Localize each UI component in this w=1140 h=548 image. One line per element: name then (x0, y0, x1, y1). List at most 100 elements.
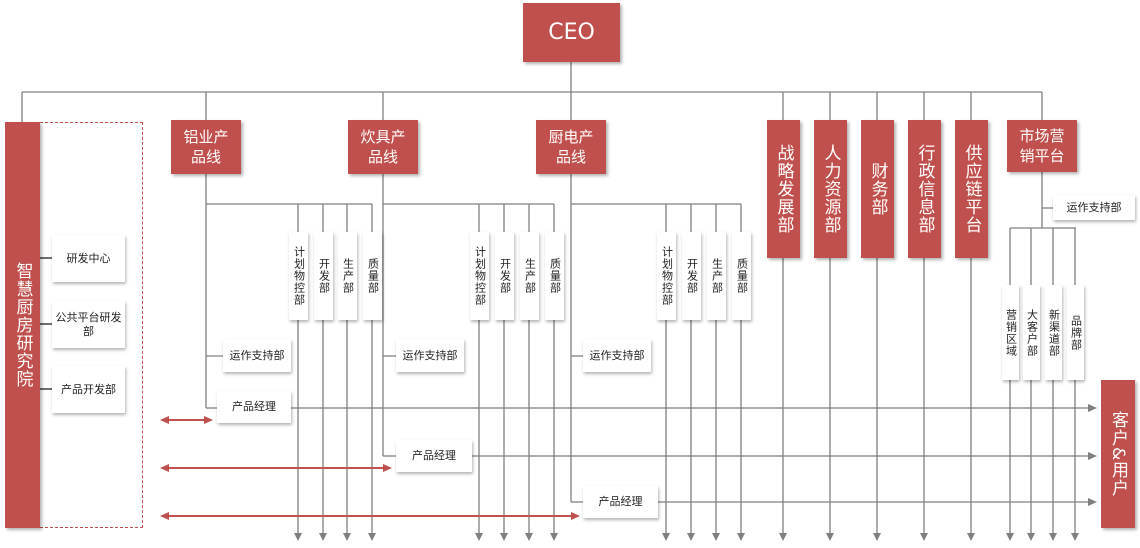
research-institute-box-label: 智慧厨房研究院 (12, 262, 33, 388)
product-line-box-label: 厨电产品线 (548, 128, 594, 166)
arrow-head-icon (294, 533, 302, 541)
arrow-right-icon (571, 512, 580, 520)
marketing-department-box: 品牌部 (1067, 285, 1084, 380)
research-unit-box-label: 公共平台研发部 (55, 310, 122, 338)
arrow-head-icon (1027, 533, 1035, 541)
ceo-box-label: CEO (548, 20, 595, 45)
department-box-label: 生产部 (710, 258, 724, 294)
product-manager-box-label: 产品经理 (232, 400, 276, 413)
arrow-head-icon (475, 533, 483, 541)
department-box-label: 生产部 (341, 258, 355, 294)
department-box: 生产部 (520, 232, 539, 320)
research-unit-box: 产品开发部 (52, 366, 125, 413)
function-department-box-label: 供应链平台 (961, 144, 982, 234)
product-manager-box-label: 产品经理 (412, 449, 456, 462)
function-department-box: 战略发展部 (767, 120, 800, 258)
product-line-box: 炊具产品线 (348, 120, 418, 174)
department-box-label: 生产部 (523, 258, 537, 294)
marketing-department-box-label: 大客户部 (1025, 308, 1039, 357)
arrow-head-icon (712, 533, 720, 541)
department-box-label: 开发部 (685, 258, 699, 294)
arrow-head-icon (873, 533, 881, 541)
function-department-box: 财务部 (861, 120, 894, 258)
product-manager-box: 产品经理 (583, 486, 658, 518)
research-group-border (40, 122, 143, 528)
department-box-label: 开发部 (317, 258, 331, 294)
department-box-label: 质量部 (548, 258, 562, 294)
function-department-box-label: 战略发展部 (773, 144, 794, 234)
ceo-box: CEO (523, 3, 620, 62)
marketing-operations-box: 运作支持部 (1053, 195, 1135, 220)
department-box: 质量部 (732, 232, 751, 320)
arrow-head-icon (1006, 533, 1014, 541)
research-institute-box: 智慧厨房研究院 (5, 122, 40, 528)
product-line-box: 铝业产品线 (171, 120, 241, 174)
arrow-right-icon (204, 416, 213, 424)
arrow-right-icon (383, 464, 392, 472)
arrow-head-icon (967, 533, 975, 541)
operations-support-box-label: 运作支持部 (589, 348, 645, 362)
department-box: 开发部 (682, 232, 701, 320)
arrow-head-icon (737, 533, 745, 541)
marketing-operations-box-label: 运作支持部 (1066, 200, 1122, 214)
arrow-head-icon (1071, 533, 1079, 541)
department-box: 开发部 (314, 232, 333, 320)
function-department-box-label: 财务部 (867, 162, 888, 216)
arrow-head-icon (779, 533, 787, 541)
department-box: 生产部 (707, 232, 726, 320)
research-unit-box-label: 研发中心 (66, 251, 111, 265)
arrow-head-icon (525, 533, 533, 541)
operations-support-box: 运作支持部 (396, 339, 464, 372)
department-box-label: 计划物控部 (292, 246, 306, 306)
function-department-box-label: 人力资源部 (820, 144, 841, 234)
research-unit-box: 公共平台研发部 (52, 301, 125, 348)
department-box-label: 开发部 (498, 258, 512, 294)
product-line-box-label: 铝业产品线 (183, 128, 229, 166)
arrow-head-icon (500, 533, 508, 541)
product-manager-box: 产品经理 (217, 391, 291, 423)
department-box: 计划物控部 (657, 232, 676, 320)
product-line-box-label: 炊具产品线 (360, 128, 406, 166)
product-manager-box-label: 产品经理 (598, 495, 643, 508)
arrow-head-icon (1088, 404, 1097, 412)
operations-support-box: 运作支持部 (583, 339, 651, 372)
marketing-department-box-label: 营销区域 (1004, 308, 1018, 357)
arrow-head-icon (662, 533, 670, 541)
marketing-department-box-label: 新渠道部 (1047, 308, 1061, 357)
department-box-label: 质量部 (735, 258, 749, 294)
department-box: 质量部 (545, 232, 564, 320)
department-box: 质量部 (363, 232, 382, 320)
marketing-department-box: 营销区域 (1002, 285, 1019, 380)
department-box: 计划物控部 (470, 232, 489, 320)
arrow-left-icon (160, 512, 169, 520)
operations-support-box-label: 运作支持部 (402, 348, 458, 362)
arrow-head-icon (1088, 498, 1097, 506)
arrow-head-icon (550, 533, 558, 541)
marketing-platform-box-label: 市场营销平台 (1019, 127, 1065, 165)
marketing-department-box: 新渠道部 (1045, 285, 1062, 380)
department-box-label: 计划物控部 (660, 246, 674, 306)
research-unit-box: 研发中心 (52, 235, 125, 282)
customer-box: 客户&用户 (1101, 380, 1135, 528)
arrow-head-icon (319, 533, 327, 541)
department-box: 开发部 (495, 232, 514, 320)
marketing-department-box-label: 品牌部 (1069, 314, 1083, 351)
operations-support-box: 运作支持部 (223, 339, 291, 372)
arrow-head-icon (368, 533, 376, 541)
arrow-left-icon (160, 464, 169, 472)
arrow-left-icon (160, 416, 169, 424)
arrow-head-icon (1049, 533, 1057, 541)
marketing-platform-box: 市场营销平台 (1007, 120, 1077, 172)
arrow-head-icon (920, 533, 928, 541)
function-department-box-label: 行政信息部 (914, 144, 935, 234)
department-box-label: 计划物控部 (473, 246, 487, 306)
function-department-box: 供应链平台 (955, 120, 988, 258)
marketing-department-box: 大客户部 (1023, 285, 1040, 380)
operations-support-box-label: 运作支持部 (229, 348, 285, 362)
arrow-head-icon (687, 533, 695, 541)
department-box: 计划物控部 (289, 232, 308, 320)
product-line-box: 厨电产品线 (536, 120, 606, 174)
department-box-label: 质量部 (366, 258, 380, 294)
function-department-box: 行政信息部 (908, 120, 941, 258)
